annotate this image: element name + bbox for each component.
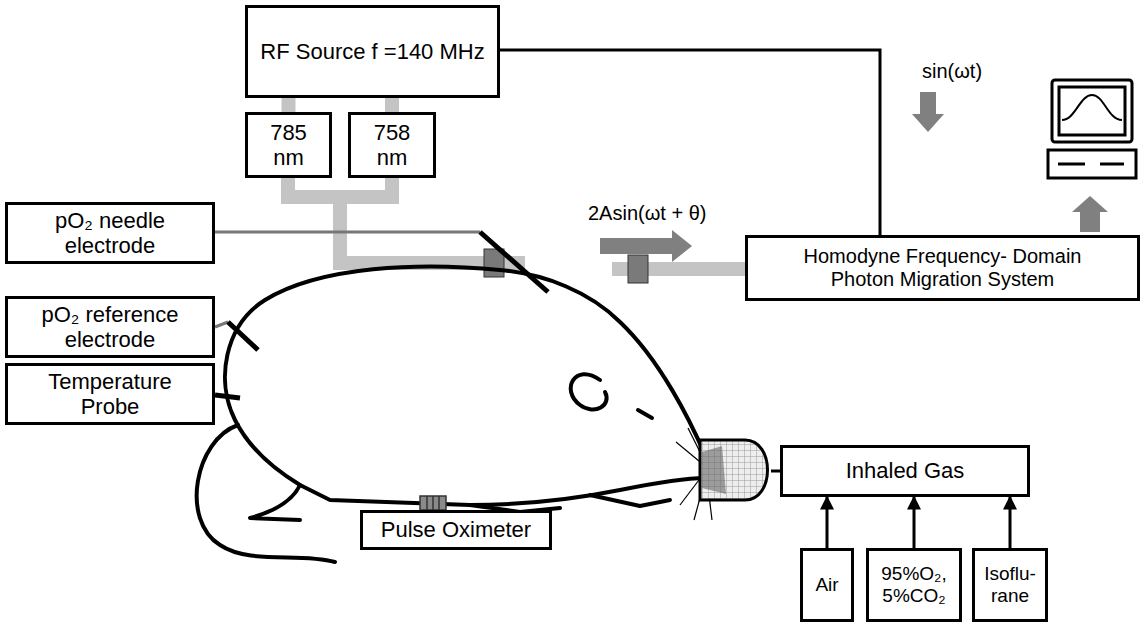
laser-box: 785 nm xyxy=(245,112,332,178)
signal-arrow xyxy=(912,92,944,132)
node-text: pO₂ reference electrode xyxy=(28,302,192,353)
sensor-box: Pulse Oximeter xyxy=(360,510,552,550)
gas-arrow xyxy=(913,497,916,548)
oximeter-clamp xyxy=(420,496,446,510)
source-box: RF Source f =140 MHz xyxy=(245,5,500,98)
node-text: 758 nm xyxy=(365,120,419,171)
data-arrow xyxy=(1072,196,1108,232)
system-box: Homodyne Frequency- Domain Photon Migrat… xyxy=(745,235,1140,301)
sensor-box: pO₂ needle electrode xyxy=(5,202,215,265)
electrode-lead xyxy=(215,322,228,327)
node-text: Pulse Oximeter xyxy=(381,517,531,542)
signal-arrow xyxy=(600,230,692,262)
optical-feed xyxy=(282,98,296,112)
reference-signal-line xyxy=(500,50,880,235)
sensor-box: pO₂ reference electrode xyxy=(5,296,215,359)
computer-icon xyxy=(1048,80,1136,178)
nose-cone xyxy=(700,440,768,500)
node-text: Isoflu- rane xyxy=(978,563,1042,607)
node-text: Temperature Probe xyxy=(28,369,192,420)
optical-feed xyxy=(385,98,399,112)
sensor-box: Temperature Probe xyxy=(5,363,215,426)
signal-label: 2Asin(ωt + θ) xyxy=(588,202,706,224)
gas-line xyxy=(771,470,780,473)
node-text: 95%O₂, 5%CO₂ xyxy=(875,563,953,607)
node-text: Homodyne Frequency- Domain Photon Migrat… xyxy=(788,245,1097,291)
node-text: Air xyxy=(815,574,838,596)
gas-mixer-box: Inhaled Gas xyxy=(780,445,1030,497)
electrode-lead xyxy=(215,231,480,234)
laser-box: 758 nm xyxy=(348,112,436,178)
node-text: pO₂ needle electrode xyxy=(28,208,192,259)
gas-arrow xyxy=(1009,497,1012,548)
gas-arrow xyxy=(826,497,829,548)
gas-source-box: Air xyxy=(800,548,854,622)
gas-source-box: 95%O₂, 5%CO₂ xyxy=(866,548,962,622)
rat xyxy=(197,266,705,562)
node-text: 785 nm xyxy=(262,120,315,171)
node-text: Inhaled Gas xyxy=(846,458,965,483)
gas-source-box: Isoflu- rane xyxy=(972,548,1048,622)
needle-electrode xyxy=(480,232,548,292)
signal-label: sin(ωt) xyxy=(922,60,982,82)
node-text: RF Source f =140 MHz xyxy=(260,39,484,64)
